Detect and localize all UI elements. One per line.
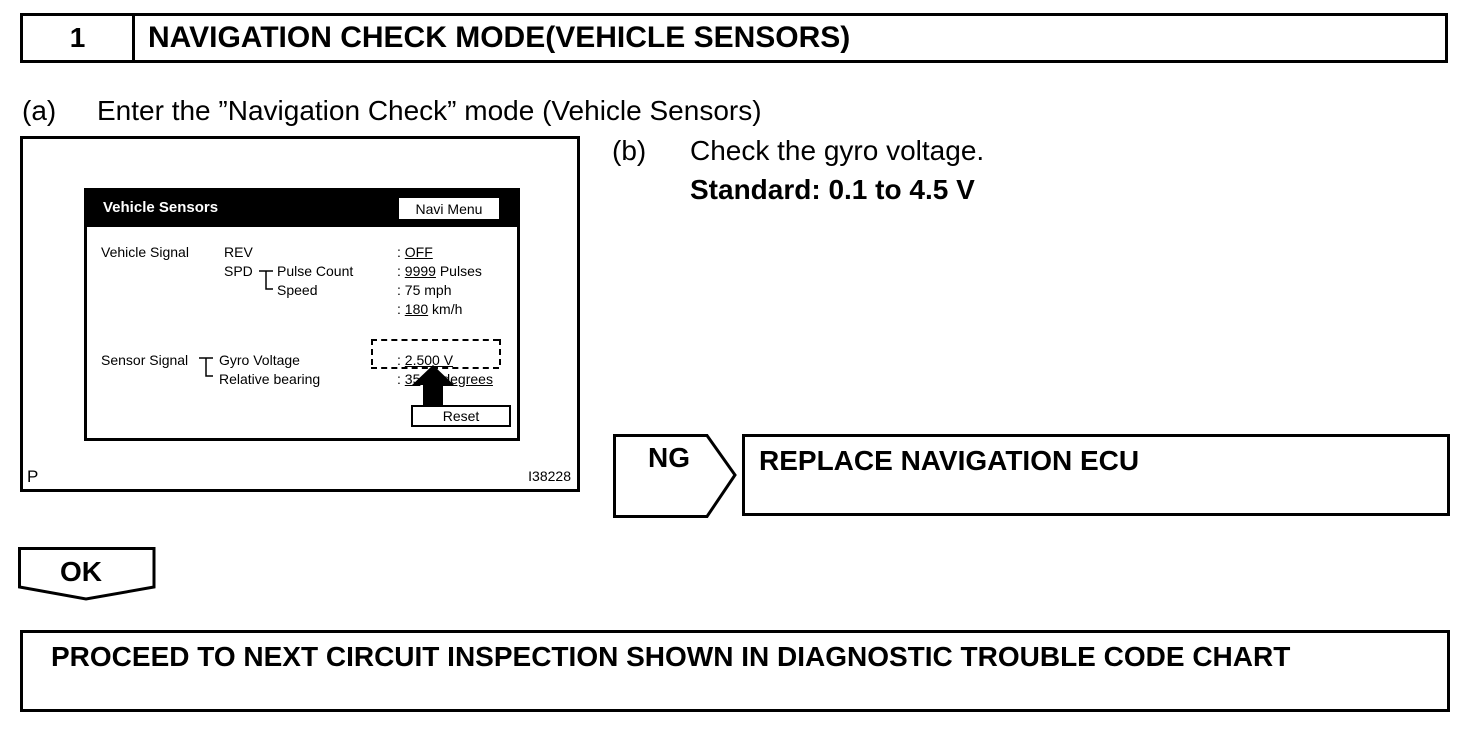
pulse-count-value: 9999 [404,263,436,279]
substep-b-marker: (b) [612,135,647,166]
pulse-value-row: : 9999 Pulses [397,263,482,279]
pointer-arrow-icon [412,365,454,413]
rev-value: OFF [404,244,433,260]
navi-menu-button[interactable]: Navi Menu [399,198,499,219]
sensor-bracket [199,357,213,377]
rev-value-row: : OFF [397,244,433,260]
screen-title-bar: Vehicle Sensors Navi Menu [87,191,517,227]
ng-action-text: REPLACE NAVIGATION ECU [759,445,1140,476]
speed-mph-row: : 75 mph [397,282,452,298]
standard-value: Standard: 0.1 to 4.5 V [690,174,975,205]
substep-a-text: Enter the ”Navigation Check” mode (Vehic… [97,95,762,126]
ng-tag: NG [648,442,690,473]
sensor-signal-label: Sensor Signal [101,352,189,368]
reset-button[interactable]: Reset [411,405,511,427]
highlight-box [371,339,501,365]
speed-kmh-value: 180 [404,301,429,317]
ok-action-text: PROCEED TO NEXT CIRCUIT INSPECTION SHOWN… [51,641,1291,672]
substep-b-text: Check the gyro voltage. [690,135,985,166]
speed-label: Speed [277,282,318,298]
step-header: 1 NAVIGATION CHECK MODE(VEHICLE SENSORS) [20,13,1448,63]
ok-tag-shape [18,547,156,601]
step-title: NAVIGATION CHECK MODE(VEHICLE SENSORS) [148,21,851,54]
spd-bracket [259,270,273,290]
vehicle-signal-label: Vehicle Signal [101,244,189,260]
ng-tag-shape [613,434,737,518]
gyro-value-row: : 2.500 V [397,352,454,368]
ng-action-box: REPLACE NAVIGATION ECU [742,434,1450,516]
rev-label: REV [224,244,253,260]
figure-corner-label: P [27,467,39,486]
spd-label: SPD [224,263,253,279]
substep-a-marker: (a) [22,95,57,126]
step-number: 1 [23,16,135,60]
gyro-voltage-value: 2.500 V [404,352,454,368]
vehicle-sensors-screen: Vehicle Sensors Navi Menu Vehicle Signal… [84,188,520,441]
gyro-voltage-label: Gyro Voltage [219,352,300,368]
ok-tag: OK [60,556,102,587]
speed-kmh-row: : 180 km/h [397,301,463,317]
bearing-unit: degrees [442,371,493,387]
ok-action-box: PROCEED TO NEXT CIRCUIT INSPECTION SHOWN… [20,630,1450,712]
speed-mph-value: 75 [404,282,421,298]
pulse-count-label: Pulse Count [277,263,354,279]
screen-illustration: Vehicle Sensors Navi Menu Vehicle Signal… [20,136,580,492]
relative-bearing-label: Relative bearing [219,371,321,387]
screen-title: Vehicle Sensors [103,199,219,216]
figure-id: I38228 [528,468,571,484]
